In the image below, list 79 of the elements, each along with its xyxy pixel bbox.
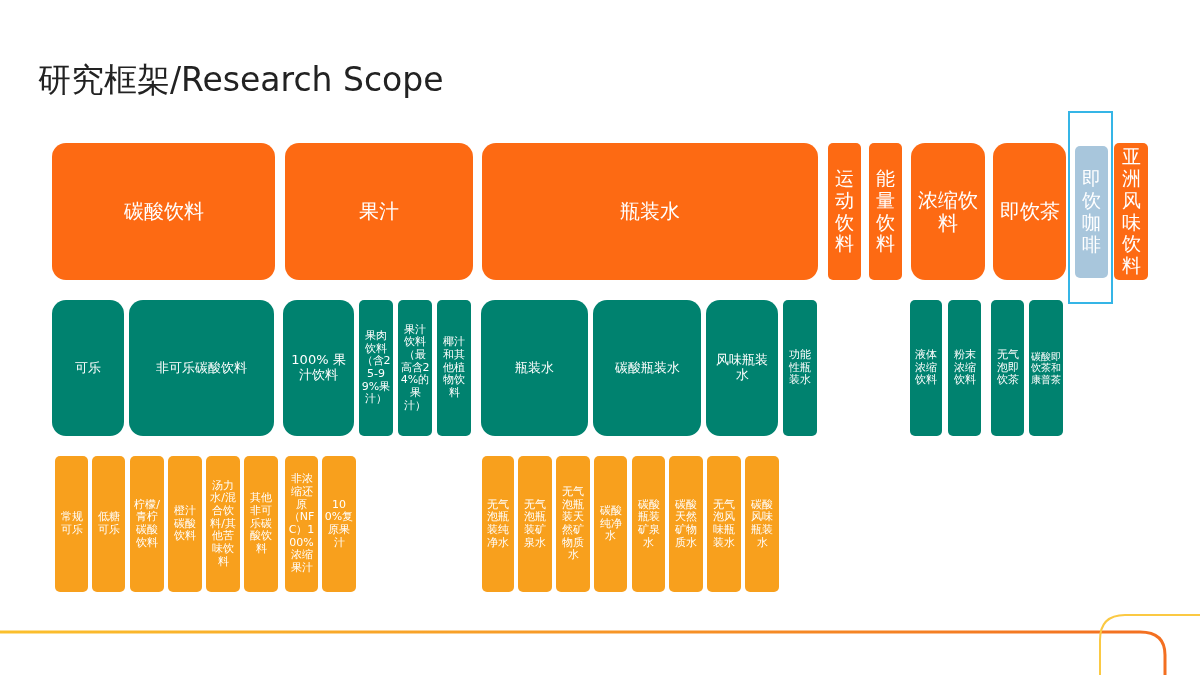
category-label: 可乐 xyxy=(75,360,101,376)
category-label: 非浓缩还原（NFC）100%浓缩果汁 xyxy=(287,473,316,575)
category-label: 碳酸即饮茶和康普茶 xyxy=(1031,350,1061,386)
segment-box xyxy=(632,456,665,592)
slide-title: 研究框架/Research Scope xyxy=(38,59,444,101)
category-label: 风味瓶装水 xyxy=(715,353,769,383)
segment-box xyxy=(130,456,164,592)
category-label: 碳酸天然矿物质水 xyxy=(674,498,698,550)
category-label: 其他非可乐碳酸饮料 xyxy=(249,492,273,556)
category-label: 碳酸瓶装矿泉水 xyxy=(636,498,661,550)
subcategory-box xyxy=(398,300,432,436)
segment-box xyxy=(322,456,356,592)
category-label: 瓶装水 xyxy=(515,360,554,376)
category-label: 粉末浓缩饮料 xyxy=(952,349,977,387)
segment-box xyxy=(55,456,88,592)
category-box xyxy=(285,143,473,280)
category-label: 无气泡瓶装天然矿物质水 xyxy=(561,486,585,562)
category-box xyxy=(1114,143,1148,280)
category-label: 果汁 xyxy=(359,200,399,223)
category-label: 无气泡瓶装矿泉水 xyxy=(523,498,547,550)
subcategory-box xyxy=(783,300,817,436)
category-label: 果汁饮料（最高含24%的果汁） xyxy=(400,323,430,413)
segment-box xyxy=(556,456,590,592)
segment-box xyxy=(745,456,779,592)
segment-box xyxy=(669,456,703,592)
subcategory-box xyxy=(991,300,1024,436)
category-label: 运动饮料 xyxy=(835,167,854,256)
subcategory-box xyxy=(129,300,274,436)
segment-box xyxy=(707,456,741,592)
category-box xyxy=(993,143,1066,280)
subcategory-box xyxy=(948,300,981,436)
subcategory-box xyxy=(593,300,701,436)
segment-box xyxy=(482,456,514,592)
segment-box xyxy=(244,456,278,592)
subcategory-box xyxy=(283,300,354,436)
category-label: 碳酸饮料 xyxy=(123,200,204,223)
category-label: 碳酸瓶装水 xyxy=(614,360,680,376)
category-label: 100%复原果汁 xyxy=(324,498,354,550)
category-label: 无气泡即饮茶 xyxy=(995,349,1020,387)
category-label: 即饮茶 xyxy=(999,200,1060,223)
subcategory-box xyxy=(481,300,588,436)
category-label: 汤力水/混合饮料/其他苦味饮料 xyxy=(209,479,237,569)
category-label: 碳酸纯净水 xyxy=(598,505,623,543)
category-label: 橙汁碳酸饮料 xyxy=(173,505,197,543)
category-box xyxy=(869,143,902,280)
category-box xyxy=(52,143,275,280)
category-label: 功能性瓶装水 xyxy=(788,349,812,387)
category-box xyxy=(1075,146,1108,278)
category-box xyxy=(828,143,861,280)
category-box xyxy=(482,143,818,280)
category-label: 碳酸风味瓶装水 xyxy=(750,498,774,550)
category-label: 浓缩饮料 xyxy=(917,188,979,235)
segment-box xyxy=(206,456,240,592)
category-label: 非可乐碳酸饮料 xyxy=(156,360,247,376)
category-label: 椰汁和其他植物饮料 xyxy=(442,336,466,400)
category-label: 柠檬/青柠碳酸饮料 xyxy=(133,498,161,550)
subcategory-box xyxy=(1029,300,1063,436)
segment-box xyxy=(168,456,202,592)
segment-box xyxy=(285,456,318,592)
segment-box xyxy=(518,456,552,592)
category-label: 即饮咖啡 xyxy=(1082,168,1101,256)
category-label: 无气泡瓶装纯净水 xyxy=(486,498,510,550)
category-label: 常规可乐 xyxy=(59,511,84,537)
subcategory-box xyxy=(359,300,393,436)
subcategory-box xyxy=(52,300,124,436)
category-label: 液体浓缩饮料 xyxy=(914,349,938,387)
category-label: 瓶装水 xyxy=(620,200,680,223)
segment-box xyxy=(594,456,627,592)
category-label: 低糖可乐 xyxy=(96,511,121,537)
category-label: 100% 果汁饮料 xyxy=(290,353,347,383)
category-label: 能量饮料 xyxy=(876,167,895,256)
category-label: 亚洲风味饮料 xyxy=(1121,145,1141,278)
category-label: 果肉饮料（含25-99%果汁） xyxy=(361,330,391,406)
subcategory-box xyxy=(706,300,778,436)
category-label: 无气泡风味瓶装水 xyxy=(712,498,736,550)
subcategory-box xyxy=(437,300,471,436)
category-box xyxy=(911,143,985,280)
segment-box xyxy=(92,456,125,592)
subcategory-box xyxy=(910,300,942,436)
